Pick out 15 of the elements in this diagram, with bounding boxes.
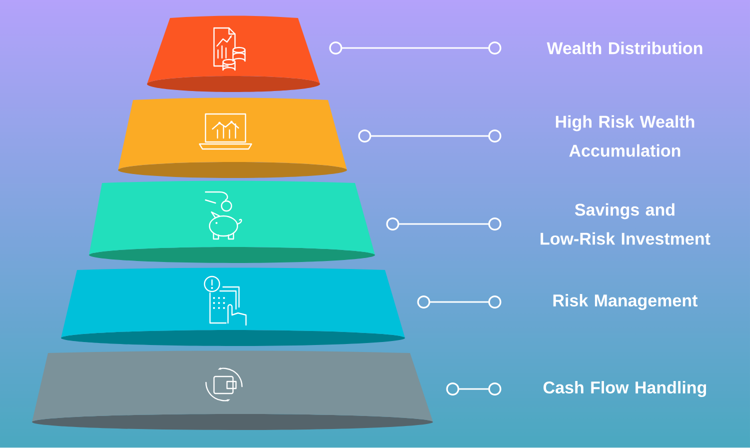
connector-line bbox=[329, 42, 502, 54]
pyramid-segment bbox=[118, 98, 347, 178]
label-text: Risk Management bbox=[553, 294, 698, 310]
connector-line bbox=[417, 296, 502, 308]
pyramid-segment bbox=[32, 350, 433, 430]
label-text: Wealth Distribution bbox=[546, 42, 702, 54]
label-text: Cash Flow Handling bbox=[544, 381, 706, 397]
label-text: High Risk Wealth Accumulation bbox=[556, 115, 694, 157]
connector-line bbox=[446, 382, 502, 396]
connector-line bbox=[386, 218, 502, 230]
label-text: Savings and Low-Risk Investment bbox=[540, 203, 710, 245]
connector-line bbox=[358, 130, 502, 142]
pyramid-segment bbox=[89, 180, 375, 263]
pyramid-segment bbox=[147, 16, 320, 92]
pyramid-segment bbox=[61, 268, 405, 346]
